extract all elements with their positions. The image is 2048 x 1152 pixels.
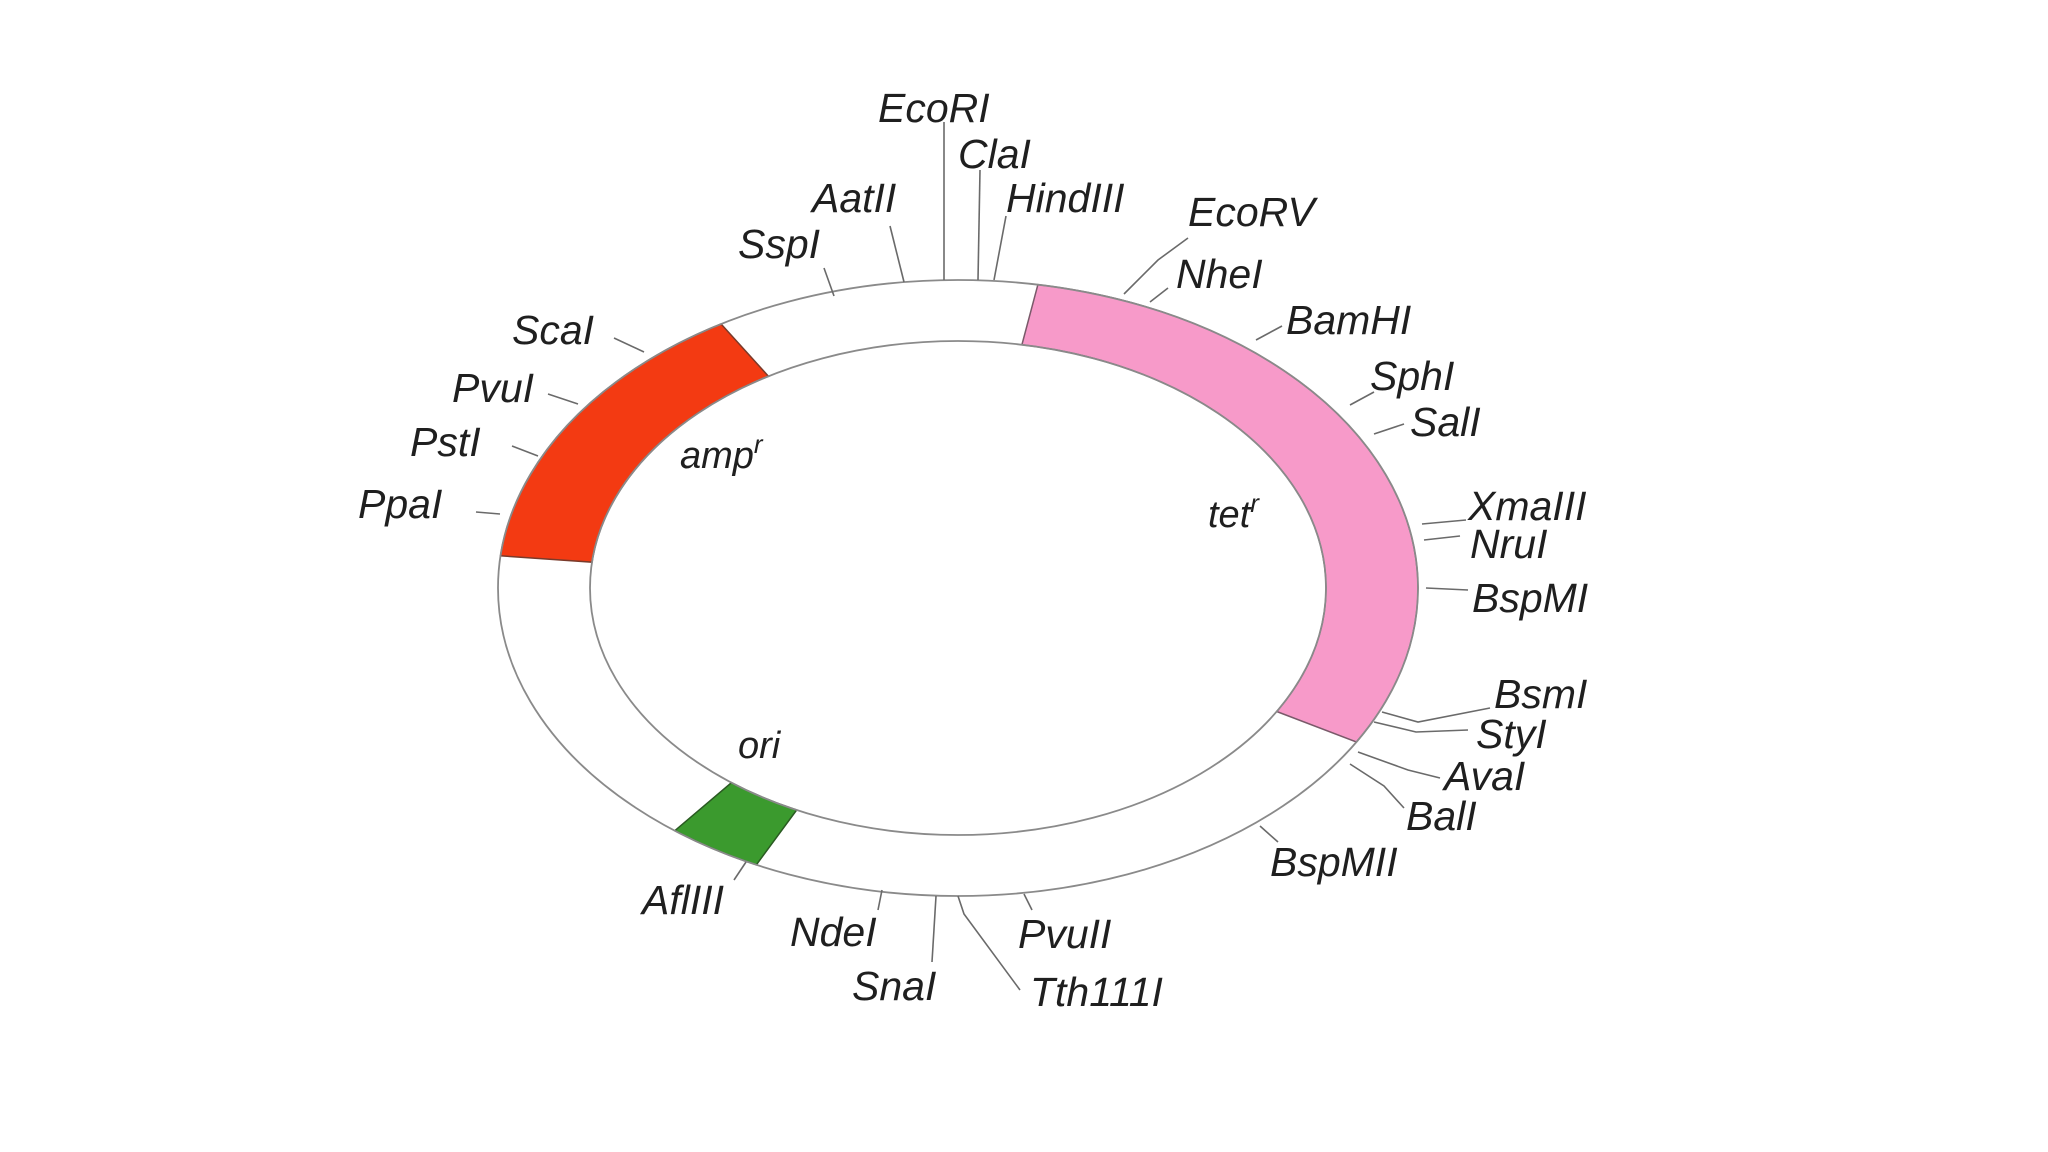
site-label: StyI	[1476, 711, 1547, 757]
site-label: PvuI	[452, 365, 534, 411]
site-label: BspMII	[1270, 839, 1398, 885]
site-label: SspI	[738, 221, 820, 267]
site-label: SnaI	[852, 963, 936, 1009]
site-label: AflIII	[639, 877, 724, 923]
tet-label: tetr	[1208, 488, 1260, 536]
site-label: HindIII	[1006, 175, 1125, 221]
site-label: PstI	[410, 419, 481, 465]
site-label: BamHI	[1286, 297, 1411, 343]
site-label: XmaIII	[1467, 483, 1586, 529]
site-label: NruI	[1470, 521, 1547, 567]
site-leader-lines	[475, 122, 1491, 991]
site-label: SalI	[1410, 399, 1481, 445]
site-label: ScaI	[512, 307, 594, 353]
site-label: PvuII	[1018, 911, 1111, 957]
site-label: PpaI	[358, 481, 442, 527]
site-label: Tth111I	[1030, 969, 1163, 1015]
plasmid-inner-ring	[589, 340, 1327, 836]
site-label: NheI	[1176, 251, 1263, 297]
site-label: EcoRV	[1188, 189, 1319, 235]
site-label: BsmI	[1494, 671, 1587, 717]
site-label: AatII	[809, 175, 896, 221]
site-label: ClaI	[958, 131, 1031, 177]
site-label: EcoRI	[878, 85, 990, 131]
amp-label: ampr	[680, 429, 764, 477]
site-label: NdeI	[790, 909, 877, 955]
site-label: AvaI	[1441, 753, 1525, 799]
ori-label: ori	[738, 725, 782, 767]
ori-region	[673, 781, 798, 866]
site-label: BalI	[1406, 793, 1477, 839]
site-label: SphI	[1370, 353, 1454, 399]
restriction-site-labels: EcoRI ClaI HindIII EcoRV NheI BamHI SphI…	[358, 85, 1588, 1015]
site-label: BspMI	[1472, 575, 1588, 621]
